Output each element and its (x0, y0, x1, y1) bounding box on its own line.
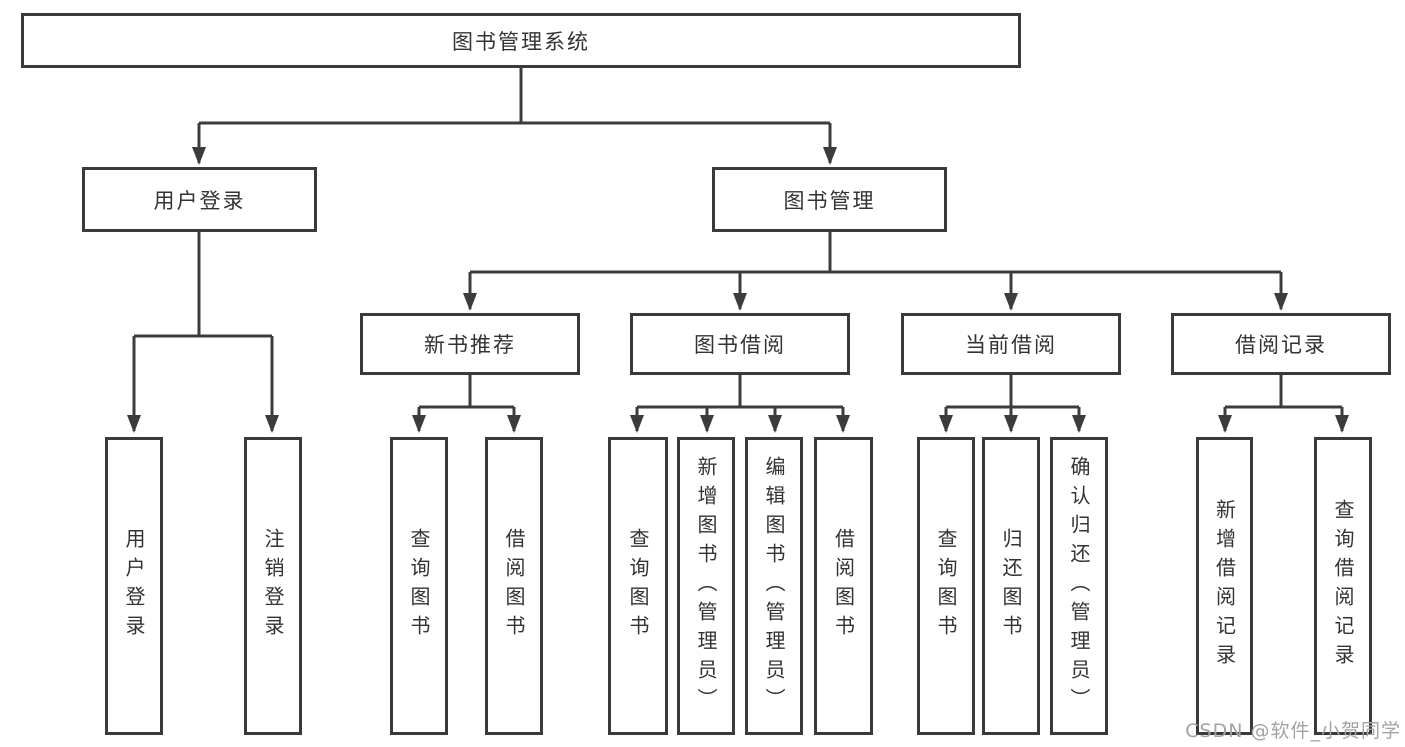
leaf-logout: 注销登录 (244, 437, 302, 735)
leaf-return-book-label: 归还图书 (999, 528, 1023, 644)
node-borrowing-records-label: 借阅记录 (1235, 333, 1327, 357)
leaf-query-books-borrow: 查询图书 (608, 437, 668, 735)
node-book-borrowing: 图书借阅 (630, 313, 850, 375)
node-current-borrowing-label: 当前借阅 (965, 333, 1057, 357)
node-library-management-system-label: 图书管理系统 (452, 29, 590, 54)
leaf-query-books-recommend: 查询图书 (390, 437, 448, 735)
leaf-query-books-recommend-label: 查询图书 (407, 528, 431, 644)
leaf-confirm-return-admin-label: 确认归还（管理员） (1067, 455, 1091, 717)
leaf-query-books-borrow-label: 查询图书 (626, 528, 650, 644)
node-current-borrowing: 当前借阅 (901, 313, 1121, 375)
node-book-borrowing-label: 图书借阅 (694, 333, 786, 357)
leaf-edit-book-admin: 编辑图书（管理员） (745, 437, 803, 735)
node-new-book-recommendation-label: 新书推荐 (424, 333, 516, 357)
node-borrowing-records: 借阅记录 (1171, 313, 1391, 375)
node-library-management-system: 图书管理系统 (21, 13, 1021, 68)
leaf-add-book-admin-label: 新增图书（管理员） (694, 455, 718, 717)
leaf-borrow-books: 借阅图书 (814, 437, 873, 735)
leaf-query-books-current-label: 查询图书 (934, 528, 958, 644)
leaf-borrow-books-recommend: 借阅图书 (485, 437, 543, 735)
csdn-watermark: CSDN @软件_小贺同学 (1185, 720, 1401, 742)
node-user-login-label: 用户登录 (153, 188, 246, 213)
leaf-add-borrow-record-label: 新增借阅记录 (1212, 499, 1237, 673)
leaf-add-borrow-record: 新增借阅记录 (1196, 437, 1253, 735)
leaf-user-login: 用户登录 (105, 437, 163, 735)
node-user-login: 用户登录 (82, 167, 317, 232)
leaf-edit-book-admin-label: 编辑图书（管理员） (762, 455, 786, 717)
leaf-add-book-admin: 新增图书（管理员） (677, 437, 735, 735)
leaf-query-books-current: 查询图书 (917, 437, 975, 735)
leaf-confirm-return-admin: 确认归还（管理员） (1050, 437, 1108, 735)
node-book-management: 图书管理 (712, 167, 947, 232)
leaf-user-login-label: 用户登录 (122, 528, 146, 644)
leaf-query-borrow-record: 查询借阅记录 (1314, 437, 1372, 735)
leaf-logout-label: 注销登录 (261, 528, 285, 644)
leaf-borrow-books-label: 借阅图书 (831, 528, 856, 644)
node-new-book-recommendation: 新书推荐 (360, 313, 580, 375)
leaf-borrow-books-recommend-label: 借阅图书 (502, 528, 526, 644)
leaf-query-borrow-record-label: 查询借阅记录 (1331, 499, 1355, 673)
leaf-return-book: 归还图书 (982, 437, 1040, 735)
node-book-management-label: 图书管理 (783, 188, 876, 213)
